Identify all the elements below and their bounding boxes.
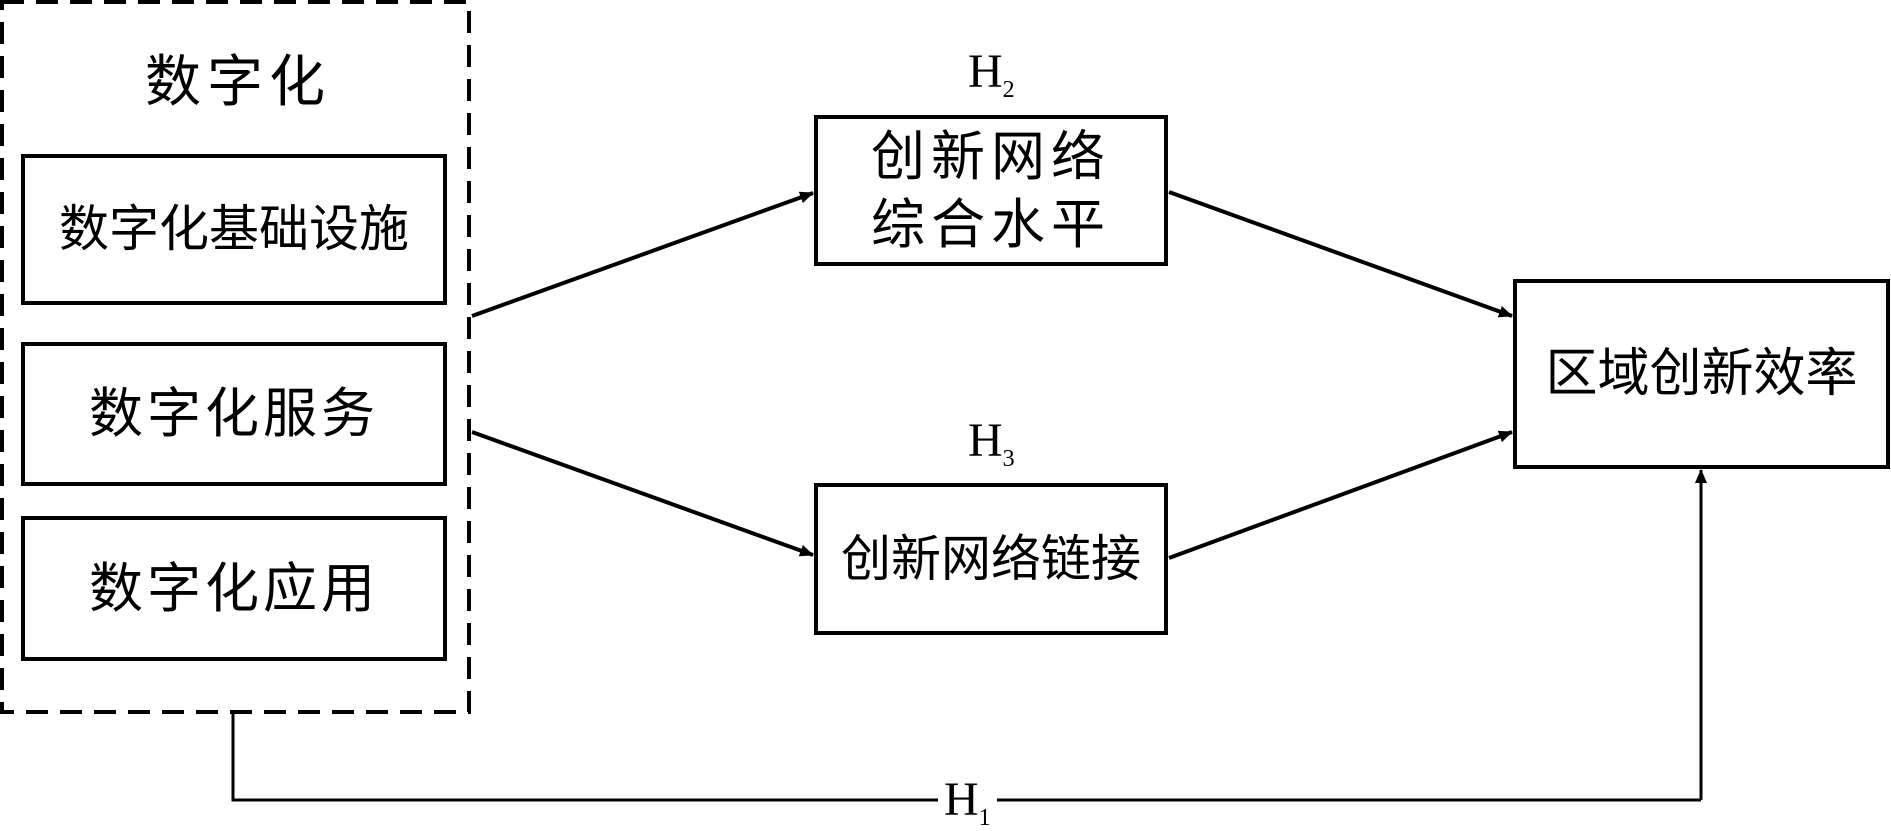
h1-label: H1	[938, 776, 997, 830]
h3-label: H3	[968, 414, 1015, 472]
application-box	[21, 516, 447, 661]
efficiency-box	[1513, 279, 1890, 469]
arrow-network-link-to-efficiency	[1168, 430, 1513, 560]
h1-letter: H	[944, 773, 979, 826]
h2-letter: H	[968, 45, 1003, 98]
h1-path	[231, 714, 1701, 802]
h1-subscript: 1	[978, 805, 991, 831]
digitalization-group-border	[0, 0, 471, 714]
application-label: 数字化应用	[89, 556, 379, 620]
service-box	[21, 342, 447, 486]
h3-letter: H	[968, 414, 1003, 467]
service-label: 数字化服务	[89, 382, 379, 446]
network-link-label: 创新网络链接	[841, 529, 1141, 588]
network-link-box	[814, 483, 1168, 635]
h2-subscript: 2	[1002, 77, 1015, 103]
arrow-group-to-network-level	[471, 191, 814, 318]
h3-subscript: 3	[1002, 446, 1015, 472]
infrastructure-box	[21, 154, 447, 305]
efficiency-label: 区域创新效率	[1545, 343, 1858, 404]
arrow-group-to-network-link	[471, 430, 814, 557]
network-level-box	[814, 115, 1168, 266]
group-title: 数字化	[145, 50, 331, 115]
infrastructure-label: 数字化基础设施	[59, 200, 409, 259]
h2-label: H2	[968, 45, 1015, 103]
network-level-line2: 综合水平	[871, 192, 1111, 256]
network-level-line1: 创新网络	[871, 125, 1111, 188]
network-level-label: 创新网络 综合水平	[818, 119, 1164, 262]
arrow-network-level-to-efficiency	[1168, 190, 1513, 318]
